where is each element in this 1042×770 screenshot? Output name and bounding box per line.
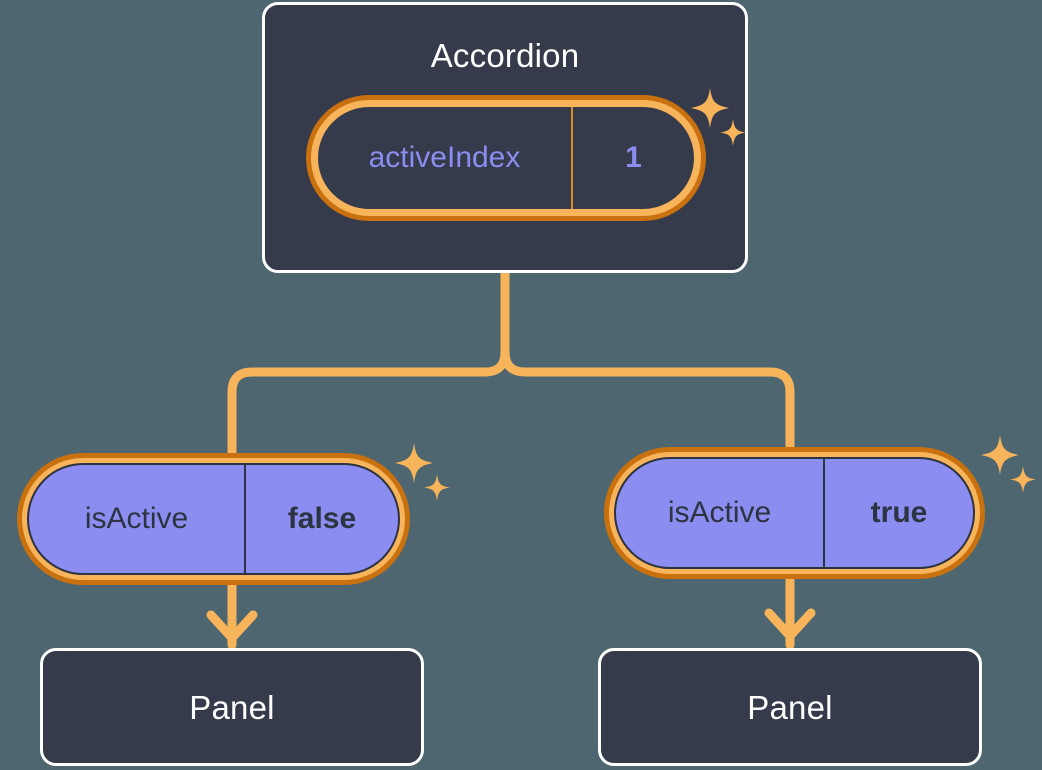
state-value-isactive-left: false — [287, 502, 357, 535]
state-key-isactive-left: isActive — [29, 465, 246, 573]
pill-body: isActive false — [27, 463, 400, 575]
pill-body: isActive true — [614, 457, 975, 569]
state-key-isactive-right: isActive — [616, 459, 825, 567]
state-pill-isactive-true[interactable]: isActive true — [604, 447, 985, 579]
panel-left-title: Panel — [189, 688, 275, 726]
state-pill-activeindex[interactable]: activeIndex 1 — [306, 95, 706, 221]
pill-ring-inner: activeIndex 1 — [311, 100, 701, 216]
arrow-down-icon-left — [206, 610, 258, 643]
state-value-isactive-right: true — [870, 496, 928, 529]
pill-ring-inner: isActive false — [22, 458, 405, 580]
pill-body: activeIndex 1 — [316, 105, 696, 211]
state-key-activeindex: activeIndex — [318, 107, 573, 209]
state-value-activeindex: 1 — [625, 141, 642, 174]
panel-right-title: Panel — [747, 688, 833, 726]
panel-node-left[interactable]: Panel — [40, 648, 424, 766]
arrow-down-icon-right — [764, 608, 816, 641]
state-pill-isactive-false[interactable]: isActive false — [17, 453, 410, 585]
sparkle-icon — [981, 435, 1036, 493]
pill-ring-inner: isActive true — [609, 452, 980, 574]
connector-branch-right — [500, 347, 795, 467]
panel-node-right[interactable]: Panel — [598, 648, 982, 766]
accordion-title: Accordion — [430, 37, 580, 74]
